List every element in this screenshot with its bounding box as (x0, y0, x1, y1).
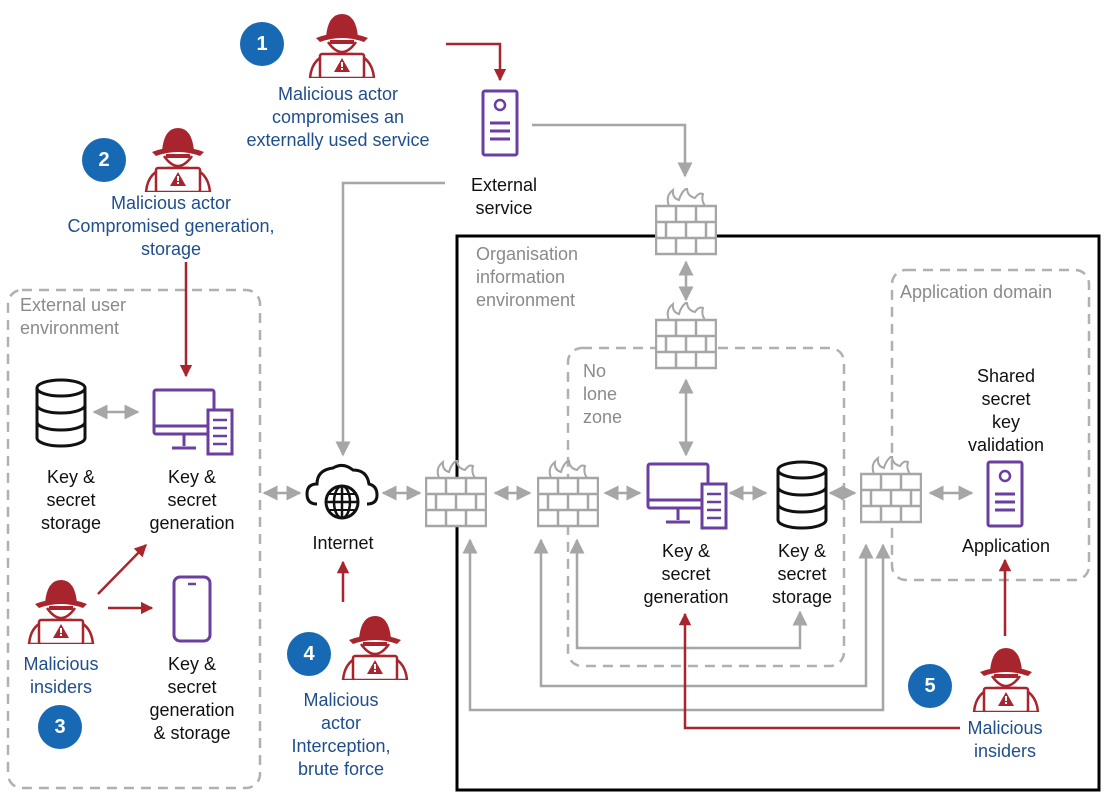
application-domain-zone (890, 268, 1091, 582)
threat-connectors (97, 42, 1012, 730)
firewall-icon (655, 188, 717, 256)
external-user-zone (6, 288, 262, 790)
grey-connectors (92, 123, 974, 712)
internet-label: Internet (312, 533, 374, 553)
actor-4-label: Malicious actor Interception, brute forc… (291, 690, 391, 779)
badge-1: 1 (240, 22, 284, 66)
firewall-icon (655, 302, 717, 370)
hacker-icon (308, 12, 376, 78)
ext-generation-label: Key & secret generation (149, 467, 235, 533)
badge-3: 3 (38, 705, 82, 749)
server-icon (986, 460, 1024, 528)
badge-4: 4 (287, 632, 331, 676)
globe-cloud-icon (305, 463, 379, 520)
org-generation-label: Key & secret generation (643, 541, 729, 607)
actor-2-label: Malicious actor Compromised generation, … (67, 193, 275, 259)
server-icon (481, 89, 519, 157)
database-icon (776, 460, 828, 530)
hacker-icon (972, 646, 1040, 712)
mobile-icon (172, 575, 212, 643)
application-domain-label: Application domain (900, 282, 1053, 302)
ext-mobile-label: Key & secret generation & storage (149, 654, 235, 743)
no-lone-zone-label: No lone zone (583, 361, 623, 427)
hacker-icon (27, 578, 95, 644)
hacker-icon (144, 126, 212, 192)
computer-icon (646, 462, 728, 530)
hacker-icon (341, 614, 409, 680)
org-storage-label: Key & secret storage (771, 541, 833, 607)
badge-2: 2 (82, 138, 126, 182)
shared-validation-label: Shared secret key validation (967, 366, 1045, 455)
application-label: Application (961, 536, 1051, 556)
computer-icon (152, 388, 234, 456)
external-service-label: External service (470, 175, 538, 218)
external-user-zone-label: External user environment (20, 295, 127, 338)
badge-5: 5 (908, 664, 952, 708)
actor-3-label: Malicious insiders (23, 654, 99, 697)
ext-storage-label: Key & secret storage (40, 467, 102, 533)
firewall-icon (537, 460, 599, 528)
actor-1-label: Malicious actor compromises an externall… (246, 84, 430, 150)
actor-5-label: Malicious insiders (967, 718, 1043, 761)
organisation-zone-label: Organisation information environment (476, 244, 579, 310)
database-icon (35, 378, 87, 448)
